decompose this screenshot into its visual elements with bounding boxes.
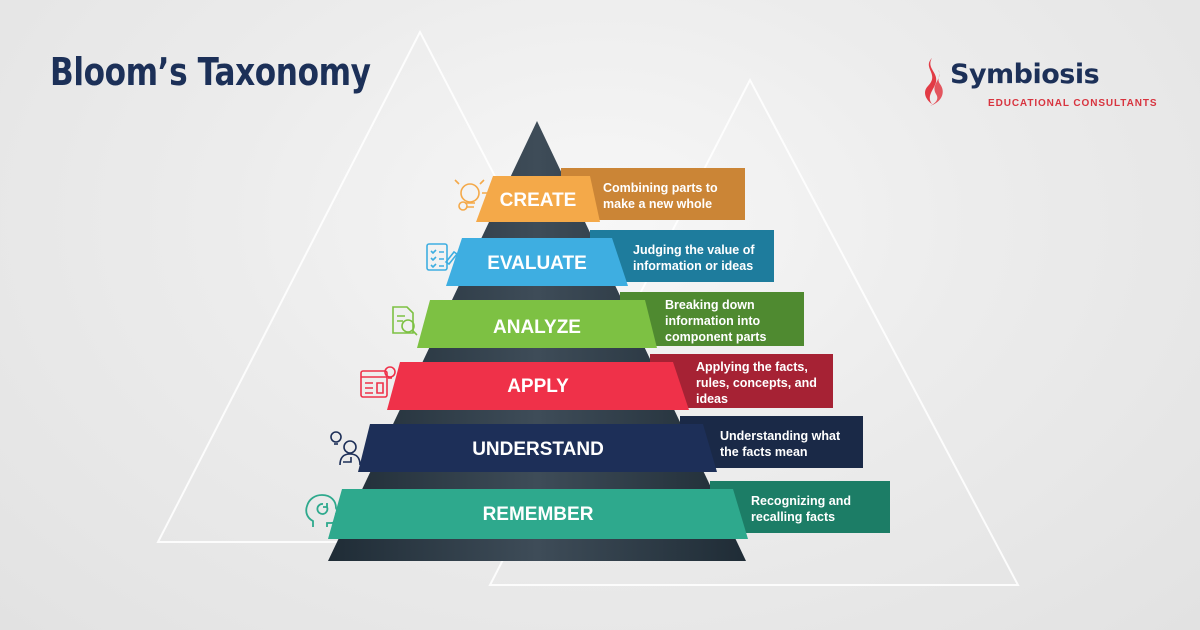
description-line: Combining parts to	[603, 181, 718, 195]
level-apply: APPLY Applying the facts, rules, concept…	[360, 354, 833, 410]
description-line: Breaking down	[665, 298, 755, 312]
description-line: Applying the facts,	[696, 360, 808, 374]
level-label: EVALUATE	[487, 253, 587, 274]
logo-name: Symbiosis	[950, 59, 1100, 90]
flame-icon	[925, 58, 943, 106]
description-line: ideas	[696, 392, 728, 406]
page-title: Bloom’s Taxonomy	[50, 50, 371, 94]
level-label: CREATE	[500, 190, 577, 211]
level-label: ANALYZE	[493, 317, 581, 338]
level-analyze: ANALYZE Breaking down information into c…	[392, 292, 804, 348]
description-line: the facts mean	[720, 445, 808, 459]
browser-idea-icon	[360, 366, 396, 398]
level-band	[328, 489, 748, 539]
description-line: information or ideas	[633, 259, 753, 273]
brand-logo: Symbiosis EDUCATIONAL CONSULTANTS	[916, 56, 1158, 110]
level-label: REMEMBER	[483, 504, 594, 525]
description-line: Judging the value of	[633, 243, 755, 257]
lightbulb-gear-icon	[454, 179, 487, 211]
checklist-icon	[426, 243, 459, 271]
level-evaluate: EVALUATE Judging the value of informatio…	[426, 230, 774, 286]
description-line: component parts	[665, 330, 766, 344]
level-band	[358, 424, 717, 472]
level-band	[417, 300, 657, 348]
description-line: Understanding what	[720, 429, 841, 443]
description-line: information into	[665, 314, 760, 328]
level-band	[446, 238, 628, 286]
level-understand: UNDERSTAND Understanding what the facts …	[330, 416, 863, 472]
level-label: APPLY	[507, 376, 569, 397]
description-line: make a new whole	[603, 197, 712, 211]
thinking-person-icon	[330, 431, 361, 466]
level-create: CREATE Combining parts to make a new who…	[454, 168, 745, 222]
description-line: rules, concepts, and	[696, 376, 817, 390]
description-line: Recognizing and	[751, 494, 851, 508]
level-band	[476, 176, 600, 222]
level-band	[387, 362, 689, 410]
logo-subtitle: EDUCATIONAL CONSULTANTS	[988, 98, 1158, 109]
level-remember: REMEMBER Recognizing and recalling facts	[305, 481, 890, 539]
document-magnifier-icon	[392, 306, 418, 336]
description-line: recalling facts	[751, 510, 835, 524]
head-refresh-icon	[305, 494, 341, 527]
level-label: UNDERSTAND	[472, 439, 604, 460]
